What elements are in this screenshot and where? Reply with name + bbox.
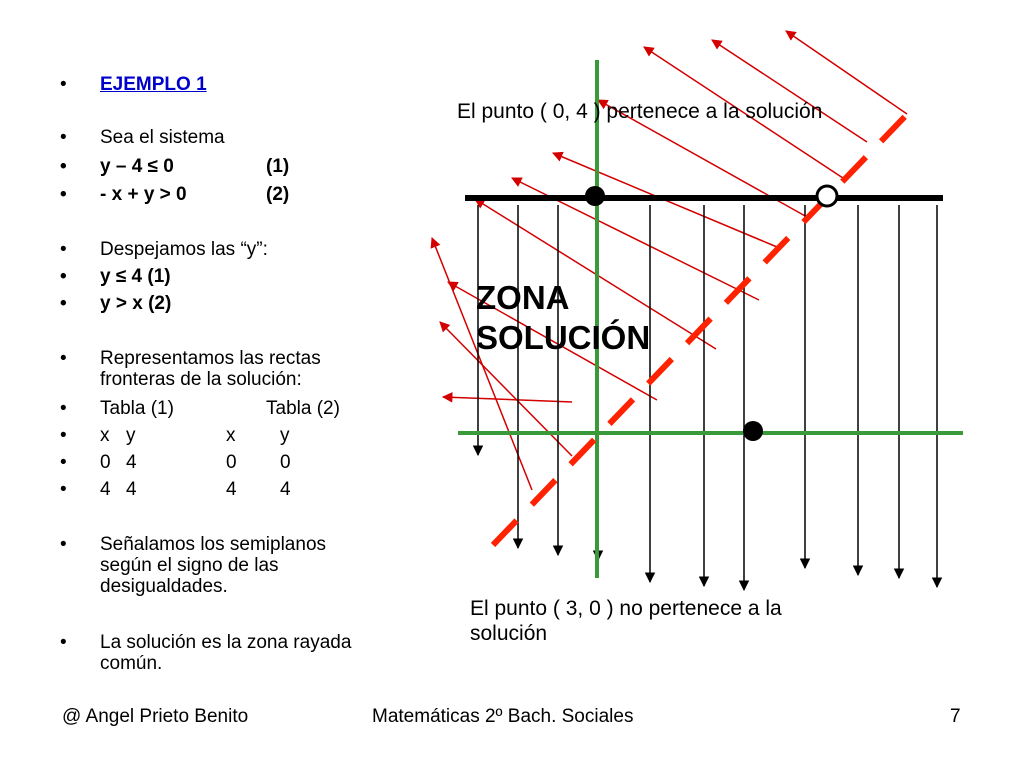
footer-author: @ Angel Prieto Benito [62,706,249,727]
hatch-arrow [785,30,908,115]
hatch-arrow [711,39,868,143]
hatch-y-leq-4 [472,205,943,592]
note-point-3-0: El punto ( 3, 0 ) no pertenece a la solu… [470,597,782,645]
bullet-system-intro: • Sea el sistema [60,127,225,148]
note-point-0-4: El punto ( 0, 4 ) pertenece a la solució… [457,100,823,123]
footer-course: Matemáticas 2º Bach. Sociales [372,706,634,727]
hatch-arrow [643,46,847,181]
point-intersection-open [815,184,839,208]
bullet-ineq2: • - x + y > 0 (2) [60,184,290,205]
bullet-isolate: • Despejamos las “y”: [60,239,268,260]
boundary-line-y-x [490,102,919,548]
bullet-semiplanes: • Señalamos los semiplanos según el sign… [60,534,327,597]
bullet-ineq1: • y – 4 ≤ 0 (1) [60,156,290,177]
example-title[interactable]: EJEMPLO 1 [100,74,207,95]
table-row: • 0 4 0 0 [60,452,291,473]
point-3-0 [743,421,763,441]
table-row: • 4 4 4 4 [60,479,291,500]
point-0-4 [585,186,605,206]
bullet-table-labels: • Tabla (1) Tabla (2) [60,398,340,419]
footer-page-number: 7 [950,706,961,727]
hatch-arrow [441,392,573,403]
bullet-represent: • Representamos las rectas fronteras de … [60,348,321,390]
hatch-arrow [447,281,658,401]
zone-solution-label: ZONA SOLUCIÓN [476,279,651,356]
bullet-iso1: • y ≤ 4 (1) [60,266,171,287]
bullet-title: • EJEMPLO 1 [60,74,207,95]
table-header-row: • x y x y [60,425,290,446]
bullet-iso2: • y > x (2) [60,293,172,314]
bullet-solution: • La solución es la zona rayada común. [60,632,352,674]
